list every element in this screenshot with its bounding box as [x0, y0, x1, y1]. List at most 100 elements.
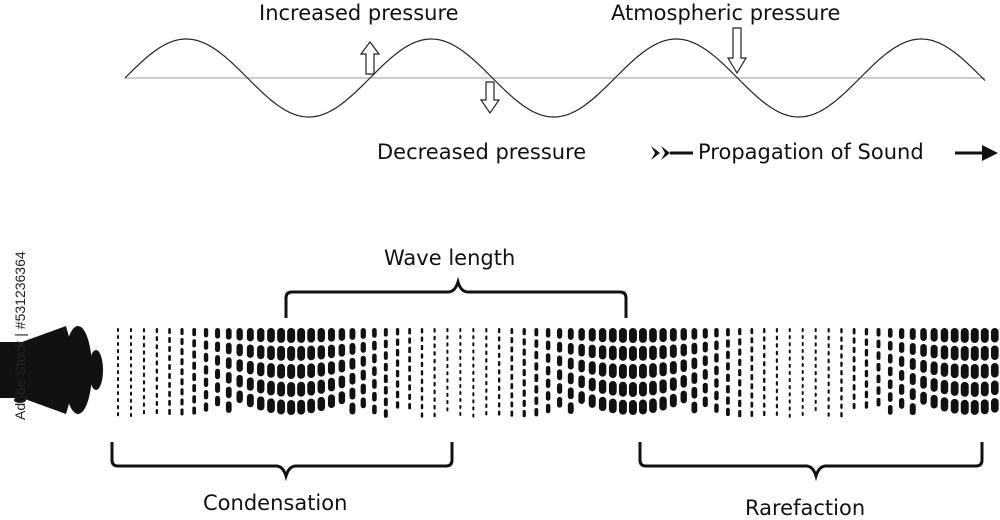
particle-dash	[567, 342, 574, 355]
particle-dash	[522, 369, 526, 377]
particle-dash	[349, 342, 356, 355]
particle-dash	[534, 328, 539, 337]
particle-dash	[801, 349, 804, 353]
particle-dash	[408, 374, 412, 382]
particle-dash	[702, 355, 708, 367]
particle-column	[680, 328, 687, 404]
particle-dash	[775, 388, 778, 394]
particle-dash	[827, 366, 830, 371]
particle-dash	[598, 362, 607, 377]
particle-dash	[129, 342, 132, 347]
particle-dash	[852, 365, 856, 372]
particle-dash	[714, 328, 719, 338]
particle-dash	[383, 328, 388, 337]
particle-dash	[887, 392, 893, 402]
particle-dash	[433, 351, 436, 356]
particle-dash	[497, 393, 501, 400]
propagation-arrow-icon	[651, 145, 998, 161]
particle-dash	[940, 345, 949, 360]
particle-dash	[360, 355, 366, 367]
particle-dash	[775, 411, 778, 416]
particle-dash	[618, 345, 627, 361]
particle-dash	[545, 328, 551, 338]
particle-dash	[338, 375, 346, 389]
particle-dash	[980, 363, 989, 379]
particle-dash	[608, 380, 617, 396]
particle-dash	[801, 370, 804, 374]
particle-dash	[887, 404, 893, 415]
particle-dash	[909, 328, 916, 341]
particle-dash	[950, 398, 959, 414]
particle-column	[287, 328, 296, 415]
particle-dash	[433, 335, 436, 341]
particle-dash	[628, 364, 637, 379]
particle-column	[408, 328, 412, 410]
particle-dash	[578, 359, 585, 373]
particle-dash	[168, 408, 171, 415]
particle-dash	[203, 390, 209, 400]
particle-dash	[277, 328, 286, 343]
particle-dash	[372, 391, 377, 402]
particle-dash	[117, 405, 119, 410]
particle-dash	[814, 342, 817, 347]
down-arrow-icon	[479, 81, 501, 115]
particle-dash	[950, 363, 959, 379]
particle-dash	[297, 363, 306, 379]
particle-dash	[669, 360, 677, 375]
particle-dash	[840, 378, 843, 384]
particle-dash	[691, 342, 698, 355]
particle-dash	[510, 364, 514, 371]
particle-dash	[801, 412, 804, 417]
particle-dash	[887, 379, 893, 390]
particle-dash	[714, 340, 719, 351]
particle-dash	[534, 339, 539, 348]
particle-dash	[691, 372, 698, 384]
particle-dash	[446, 356, 449, 361]
particle-dash	[970, 399, 979, 415]
particle-dash	[567, 402, 574, 415]
particle-dash	[649, 380, 657, 396]
particle-dash	[180, 338, 184, 346]
particle-column	[970, 328, 979, 415]
particle-dash	[522, 338, 526, 346]
particle-column	[876, 328, 881, 407]
particle-dash	[990, 345, 999, 361]
particle-dash	[129, 412, 132, 417]
particle-dash	[840, 328, 843, 334]
particle-dash	[827, 350, 830, 356]
rarefaction-label: Rarefaction	[745, 496, 866, 520]
particle-dash	[485, 358, 488, 363]
particle-dash	[287, 400, 296, 415]
particle-column	[317, 328, 325, 412]
particle-dash	[801, 328, 804, 332]
wavelength-bracket	[284, 276, 628, 318]
particle-dash	[236, 328, 243, 341]
particle-dash	[775, 328, 778, 333]
particle-dash	[864, 348, 869, 357]
particle-dash	[726, 373, 730, 382]
particle-dash	[920, 375, 927, 389]
particle-dash	[267, 363, 275, 378]
particle-dash	[522, 348, 526, 356]
decreased-pressure-label: Decreased pressure	[377, 140, 587, 164]
particle-dash	[691, 328, 698, 340]
particle-dash	[940, 397, 949, 412]
particle-dash	[852, 328, 856, 335]
particle-dash	[898, 369, 905, 381]
particle-dash	[497, 336, 501, 342]
particle-dash	[472, 377, 475, 382]
particle-dash	[750, 383, 754, 390]
particle-dash	[129, 398, 132, 403]
particle-dash	[277, 345, 286, 361]
particle-dash	[307, 363, 316, 378]
particle-dash	[485, 350, 488, 356]
particle-column	[142, 328, 146, 415]
particle-dash	[267, 380, 275, 396]
particle-dash	[497, 402, 501, 408]
particle-dash	[930, 378, 938, 392]
particle-dash	[215, 368, 221, 380]
particle-dash	[608, 363, 617, 378]
particle-dash	[497, 344, 501, 350]
particle-dash	[814, 392, 817, 397]
particle-dash	[898, 328, 905, 339]
